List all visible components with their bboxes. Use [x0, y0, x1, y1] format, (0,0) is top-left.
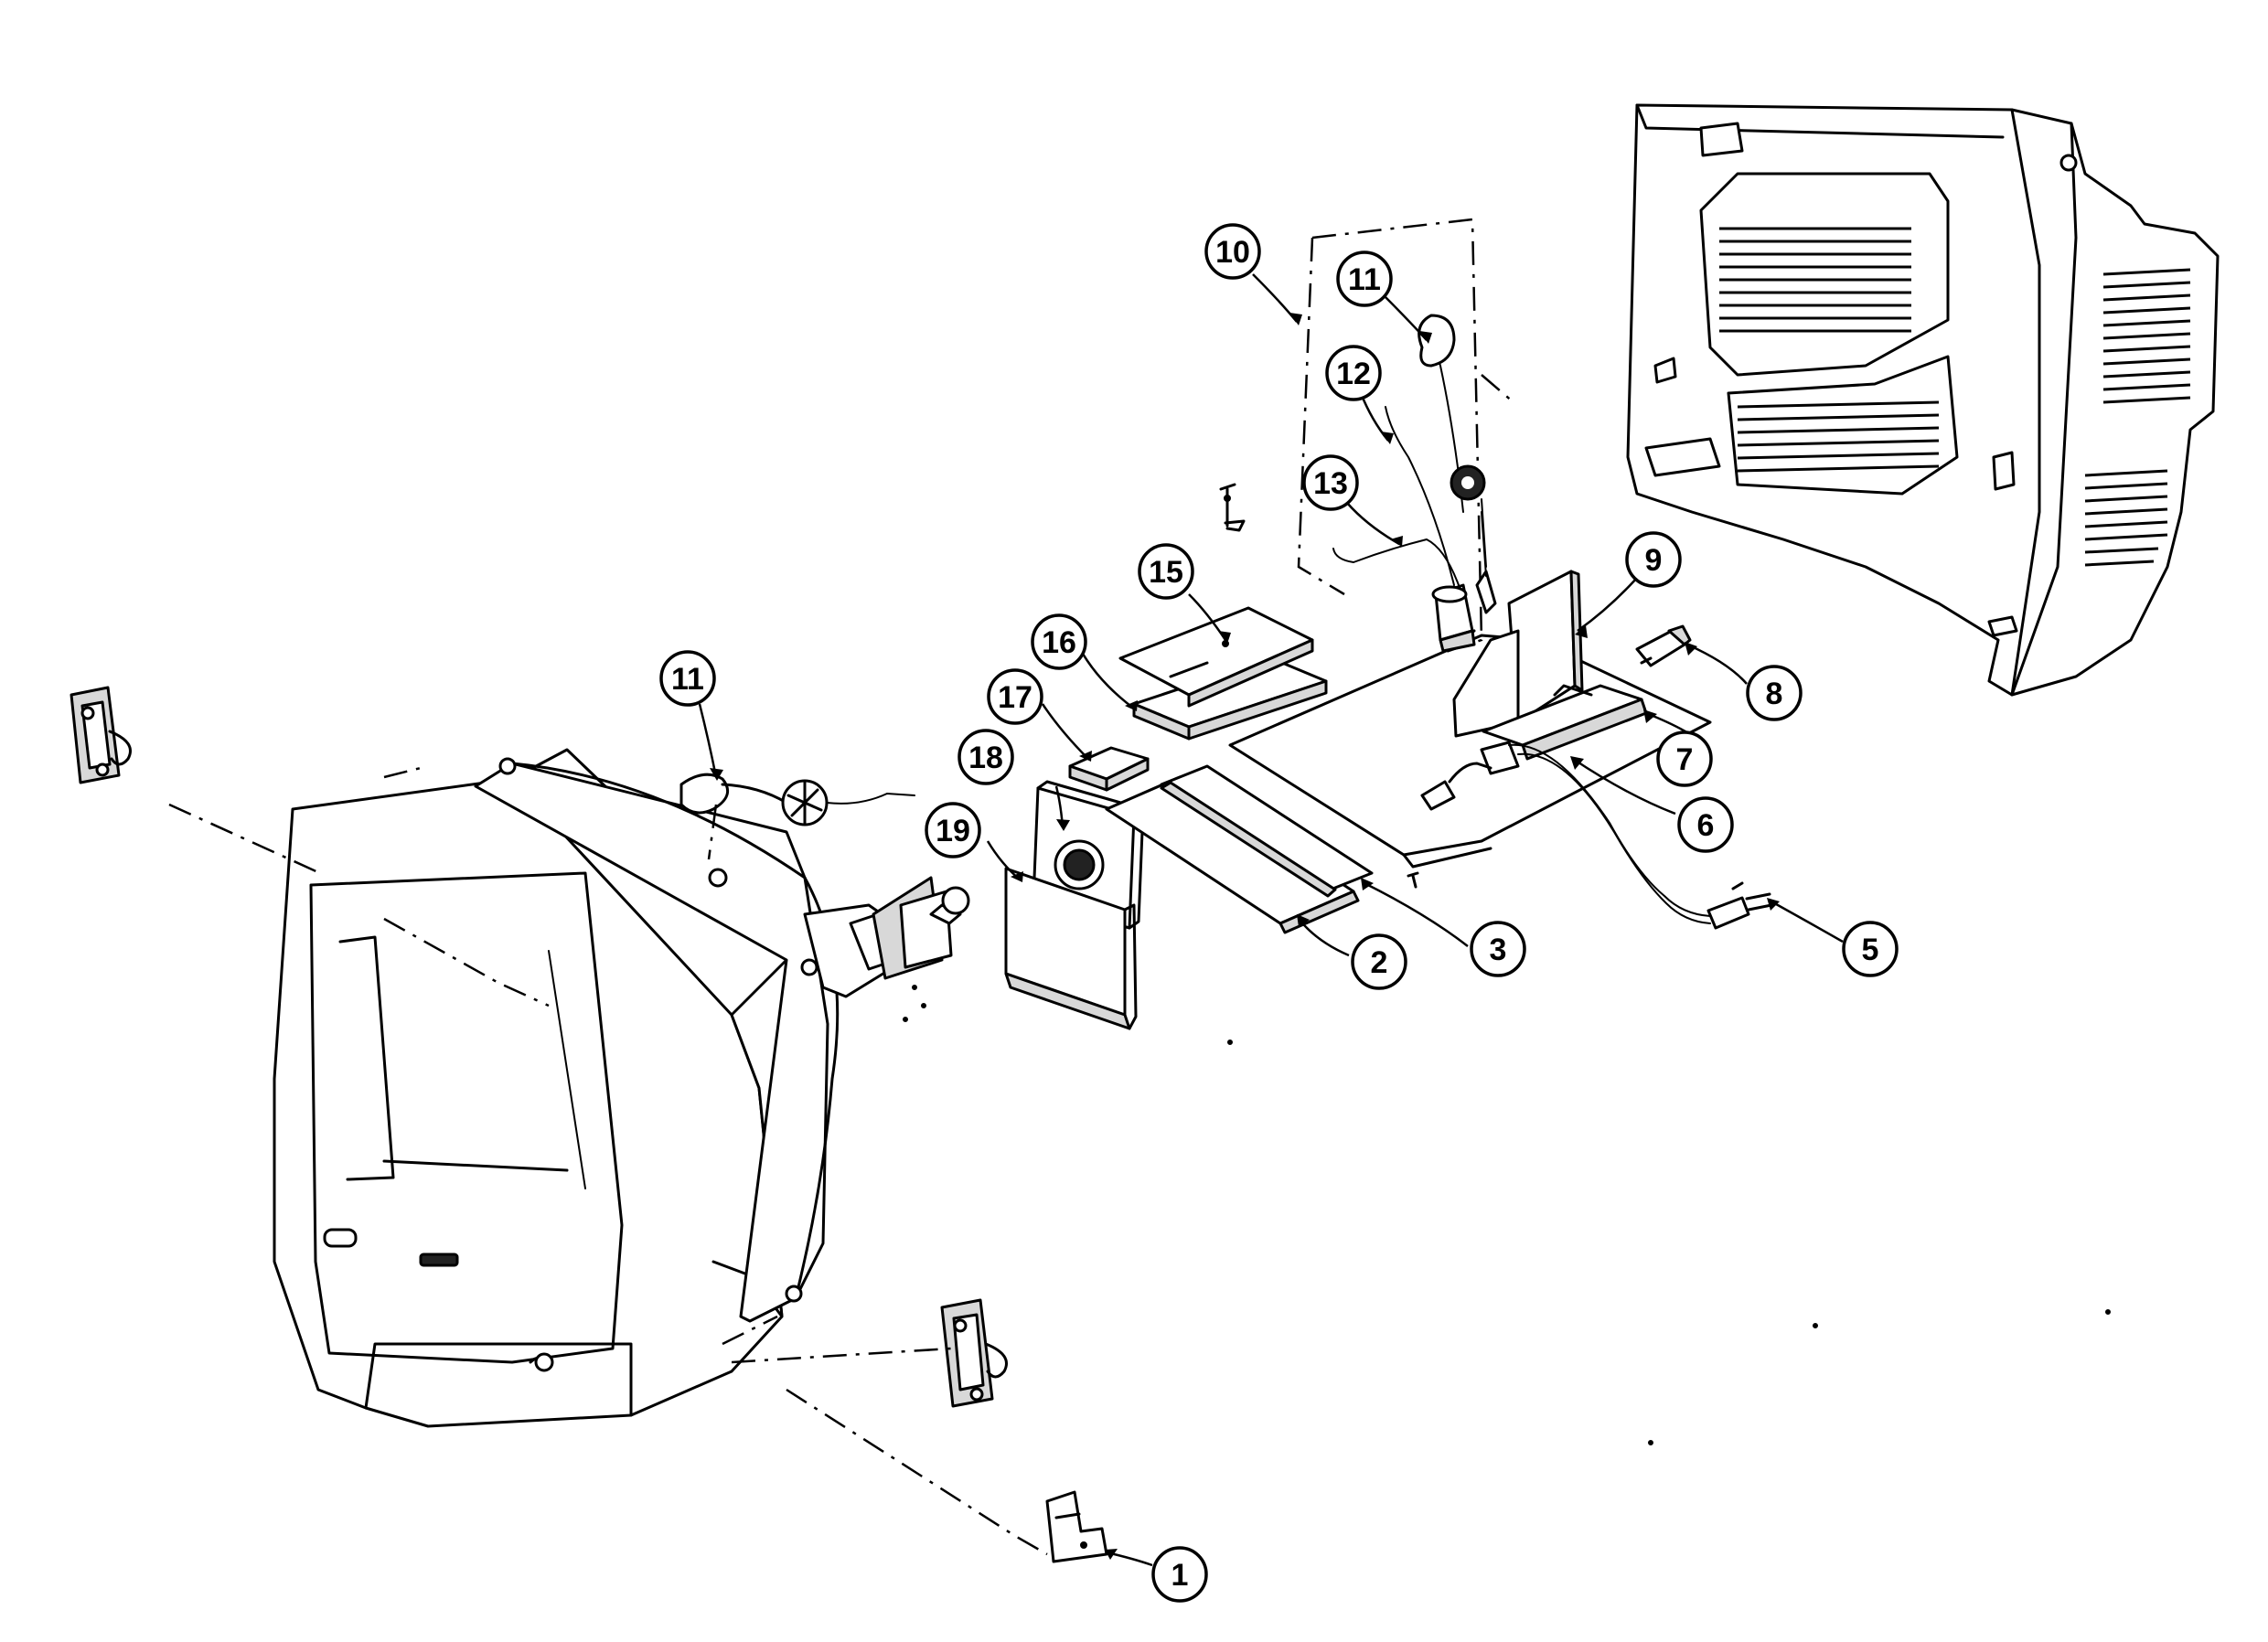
callout-7: 7	[1656, 730, 1713, 787]
bottom-mounting-bracket	[940, 1298, 1008, 1408]
part-16-board	[1132, 656, 1328, 741]
callout-9-label: 9	[1645, 543, 1663, 578]
callout-1-label: 1	[1171, 1558, 1189, 1593]
front-cabinet	[273, 748, 825, 1428]
callout-1: 1	[1151, 1546, 1208, 1603]
callout-10: 10	[1204, 223, 1261, 280]
part-17-module	[1068, 746, 1150, 792]
callout-3-label: 3	[1490, 933, 1507, 967]
callout-2: 2	[1351, 933, 1407, 990]
crt-picture-tube	[474, 757, 970, 1323]
callouts: 1 2 3 5 6 7 8 9	[659, 223, 1899, 1603]
part-2-board	[1105, 775, 1360, 934]
part-3-board	[1160, 764, 1374, 898]
callout-11-right: 11	[1336, 251, 1393, 307]
callout-16: 16	[1031, 613, 1087, 670]
callout-13-label: 13	[1313, 466, 1348, 501]
callout-10-label: 10	[1215, 235, 1250, 270]
part-6-connector	[1420, 741, 1520, 811]
callout-17: 17	[987, 668, 1043, 725]
left-mounting-bracket	[70, 686, 132, 784]
part-11-left-assembly	[679, 773, 915, 826]
part-10-flyback-assembly	[1297, 218, 1514, 660]
part-9-board	[1452, 570, 1584, 738]
rear-cabinet	[1626, 103, 2220, 697]
callout-8: 8	[1746, 665, 1803, 721]
callout-18: 18	[957, 729, 1014, 785]
callout-13: 13	[1302, 454, 1359, 511]
callout-15: 15	[1138, 543, 1194, 600]
callout-3: 3	[1470, 921, 1526, 977]
callout-12-label: 12	[1336, 357, 1371, 391]
callout-15-label: 15	[1149, 555, 1183, 590]
callout-19-label: 19	[936, 814, 970, 848]
part-15-board	[1118, 606, 1314, 708]
part-8-fuse-holder	[1635, 624, 1692, 667]
callout-2-label: 2	[1371, 945, 1388, 980]
callout-9: 9	[1625, 531, 1682, 588]
scan-specks	[1227, 1040, 2111, 1445]
callout-5-label: 5	[1862, 933, 1879, 967]
callout-17-label: 17	[998, 680, 1032, 715]
callout-19: 19	[925, 802, 981, 858]
callout-6-label: 6	[1697, 808, 1715, 843]
callout-11-left: 11	[659, 650, 716, 707]
callout-11-left-label: 11	[671, 662, 704, 697]
callout-12: 12	[1325, 345, 1382, 401]
assembly-lines-left	[168, 766, 1048, 1556]
rear-vent-slots	[1719, 227, 2191, 567]
screw-fastener	[1219, 483, 1246, 532]
callout-11-right-label: 11	[1348, 262, 1381, 297]
callout-6: 6	[1677, 796, 1734, 853]
callout-7-label: 7	[1676, 742, 1694, 777]
callout-5: 5	[1842, 921, 1899, 977]
part-19-panel	[1004, 867, 1138, 1030]
part-1-clip	[1045, 1490, 1108, 1563]
callout-18-label: 18	[968, 741, 1003, 775]
part-5-power-cord	[1508, 743, 1773, 930]
callout-16-label: 16	[1042, 625, 1076, 660]
callout-8-label: 8	[1766, 677, 1783, 711]
